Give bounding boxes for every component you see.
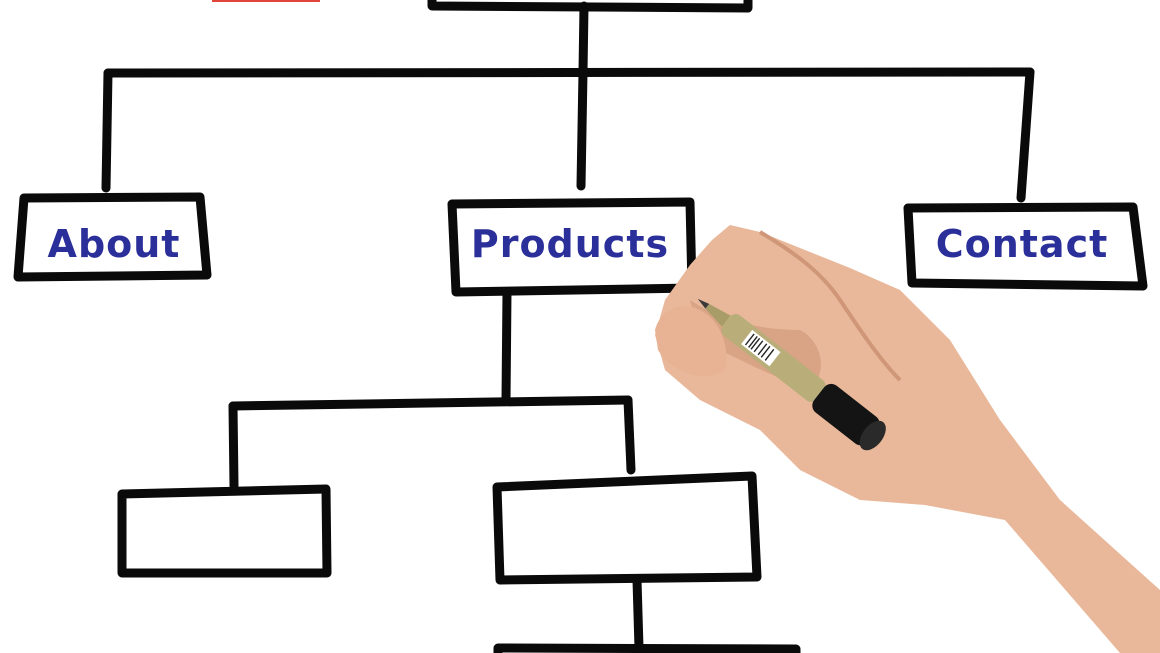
root-trunk-line	[578, 1, 589, 77]
hand-with-marker	[655, 225, 1160, 653]
level2-connector	[228, 395, 633, 411]
bottom-box	[493, 643, 801, 653]
contact-label: Contact	[936, 222, 1109, 266]
about-box	[13, 192, 212, 282]
top-red-accent	[212, 0, 320, 2]
marker-icon	[697, 298, 886, 451]
sub-box-left	[117, 484, 332, 578]
drop-sub-right	[623, 395, 636, 475]
thumb-icon	[655, 306, 727, 377]
about-label: About	[48, 222, 181, 266]
drop-sub-left	[228, 401, 239, 491]
root-box	[427, 0, 753, 13]
products-trunk-line	[501, 287, 512, 405]
drop-products	[576, 67, 588, 191]
knuckle-shading	[758, 230, 902, 382]
products-label: Products	[471, 222, 669, 266]
drop-bottom	[632, 575, 644, 653]
drop-contact	[1016, 67, 1035, 203]
sub-box-right	[492, 471, 762, 585]
level1-connector	[103, 67, 1035, 78]
contact-box	[903, 202, 1148, 291]
drop-about	[101, 68, 113, 193]
